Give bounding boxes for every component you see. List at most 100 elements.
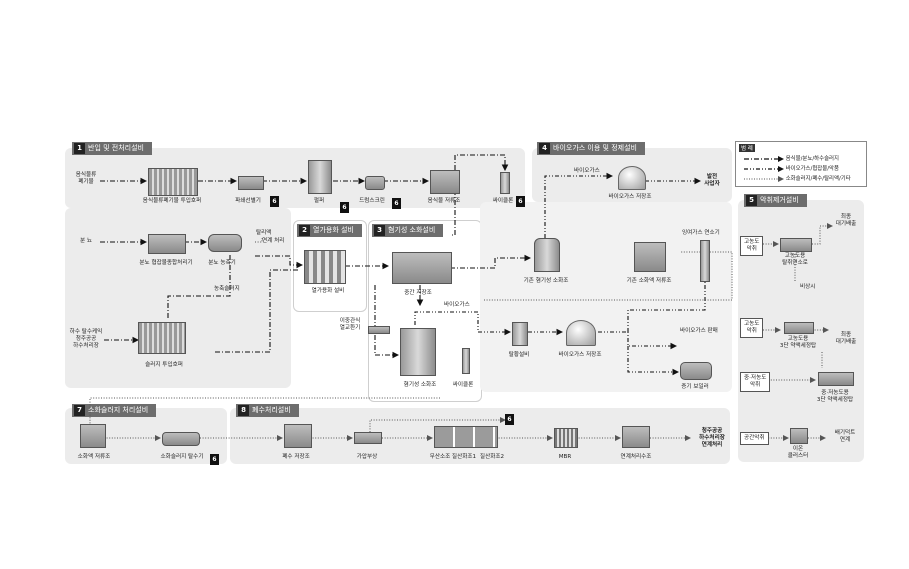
digest-liquid-label: 소화액 저류조 xyxy=(77,454,111,460)
final-exhaust-1-label: 최종 대기배출 xyxy=(835,214,857,227)
indoor-link-label: 배기덕트 연계 xyxy=(834,430,856,443)
surplus-stack-label: 잉여가스 연소기 xyxy=(682,230,720,236)
manure-label: 분 뇨 xyxy=(79,238,93,244)
food-storage-label: 음식물 저류조 xyxy=(427,198,461,204)
food-hopper-label: 음식물류폐기물 투입호퍼 xyxy=(142,198,202,204)
food-waste-label: 음식물류 폐기물 xyxy=(75,172,97,185)
link-tank-label: 연계처리수조 xyxy=(620,454,652,460)
indoor-odor-box: 공간악취 xyxy=(740,432,769,445)
high-wash-equipment xyxy=(784,322,814,334)
power-gen-label: 발전 사업자 xyxy=(704,174,720,187)
badge-6-crusher: 6 xyxy=(270,196,279,207)
double-hx-equipment xyxy=(368,326,390,334)
legend-item-sludge: 소화슬러지/폐수/탈리액/기타 xyxy=(744,174,851,182)
legend-title: 범 례 xyxy=(739,144,755,152)
desulfur-label: 탈황설비 xyxy=(508,352,530,358)
drum-screen-label: 드럼스크린 xyxy=(359,198,385,204)
crusher-label: 파쇄선별기 xyxy=(235,198,261,204)
high-odor-box: 고농도 악취 xyxy=(740,236,764,256)
dissolved-air-label: 가압부상 xyxy=(356,454,378,460)
anaerobic-label: 혐기성 소화조 xyxy=(403,382,437,388)
final-exhaust-2-label: 최종 대기배출 xyxy=(835,332,857,345)
mid-low-odor-box: 중·저농도 악취 xyxy=(740,372,771,392)
mbr-equipment xyxy=(554,428,578,448)
section-4-lower-panel xyxy=(480,202,732,392)
emergency-label: 비상시 xyxy=(800,284,816,290)
high-odor-proc-equipment xyxy=(780,238,812,252)
badge-6-pulper: 6 xyxy=(340,202,349,213)
legend-item-food: 음식물/분뇨/하수슬러지 xyxy=(744,154,839,162)
manure-proc-equipment xyxy=(148,234,186,254)
existing-liquid-equipment xyxy=(634,242,666,272)
badge-6-cyclone: 6 xyxy=(516,196,525,207)
legend-item-biogas: 바이오가스/협잡물/악품 xyxy=(744,164,839,172)
biogas-storage-top-label: 바이오가스 저장조 xyxy=(608,194,652,200)
biogas-top-label: 바이오가스 xyxy=(574,168,600,174)
steam-boiler-equipment xyxy=(680,362,712,380)
nitri1-label: 질산화조1 xyxy=(451,454,477,460)
anaerobic-equipment xyxy=(400,328,436,376)
ion-cluster-label: 이온 클러스터 xyxy=(787,446,809,459)
desorb-label: 탈리액 xyxy=(256,230,272,236)
crusher-equipment xyxy=(238,176,264,190)
waste-storage-equipment xyxy=(284,424,312,448)
cyclone-mid-equipment xyxy=(462,348,470,374)
desulfur-equipment xyxy=(512,322,528,346)
high-wash-label: 고농도용 3단 약액세정탑 xyxy=(779,336,817,349)
high-odor-proc-label: 고농도용 탈취연소로 xyxy=(782,253,808,266)
cheongju-out-label: 청주공공 하수처리장 연계처리 xyxy=(699,428,725,448)
waste-storage-label: 폐수 저장조 xyxy=(282,454,310,460)
cyclone-top-equipment xyxy=(500,172,510,194)
badge-6-drum: 6 xyxy=(392,198,401,209)
thermal-label: 열가용화 설비 xyxy=(311,288,345,294)
link-treat-label: 연계 처리 xyxy=(262,238,285,244)
mid-low-wash-label: 중·저농도용 3단 약액세정탑 xyxy=(816,390,854,403)
drum-screen-equipment xyxy=(365,176,385,190)
sewage-sludge-label: 하수 탈수케익 청주공공 하수처리장 xyxy=(69,329,103,349)
nitri2-label: 질산화조2 xyxy=(479,454,505,460)
food-storage-equipment xyxy=(430,170,460,194)
digest-dewater-equipment xyxy=(162,432,200,446)
existing-liquid-label: 기존 소화액 저류조 xyxy=(626,278,672,284)
high-odor-2-box: 고농도 악취 xyxy=(740,318,764,338)
biogas-storage-top-equipment xyxy=(618,166,646,190)
surplus-stack-equipment xyxy=(700,240,710,282)
sludge-hopper-label: 슬러지 투입호퍼 xyxy=(145,362,183,368)
thermal-equipment xyxy=(304,250,346,284)
anoxic-label: 무산소조 xyxy=(429,454,451,460)
legend: 범 례 음식물/분뇨/하수슬러지 바이오가스/협잡물/악품 소화슬러지/폐수/탈… xyxy=(735,141,867,187)
food-hopper-equipment xyxy=(148,168,198,196)
biogas-storage-label: 바이오가스 저장조 xyxy=(558,352,602,358)
mid-storage-equipment xyxy=(392,252,452,284)
mbr-label: MBR xyxy=(558,454,572,460)
badge-6-wastewater: 6 xyxy=(505,414,514,425)
biogas-mid-label: 바이오가스 xyxy=(444,302,470,308)
bio-tanks-equipment xyxy=(434,426,498,448)
thickened-sludge-label: 농축슬러지 xyxy=(214,286,240,292)
digest-liquid-equipment xyxy=(80,424,106,448)
digest-dewater-label: 소화슬러지 탈수기 xyxy=(160,454,204,460)
mid-low-wash-equipment xyxy=(818,372,854,386)
double-hx-label: 이중관식 열교환기 xyxy=(339,318,361,331)
existing-digester-equipment xyxy=(534,238,560,272)
mid-storage-label: 중간 저장조 xyxy=(404,290,432,296)
biogas-storage-equipment xyxy=(566,320,596,346)
badge-6-dewater: 6 xyxy=(210,454,219,465)
existing-digester-label: 기존 혐기성 소화조 xyxy=(523,278,569,284)
manure-thickener-label: 분뇨 농축기 xyxy=(208,260,236,266)
pulper-equipment xyxy=(308,160,332,194)
link-tank-equipment xyxy=(622,426,650,448)
cyclone-mid-label: 싸이클론 xyxy=(452,382,474,388)
manure-proc-label: 분뇨 협잡물종합처리기 xyxy=(139,260,193,266)
pulper-label: 펄퍼 xyxy=(313,198,325,204)
ion-cluster-equipment xyxy=(790,428,808,444)
dissolved-air-equipment xyxy=(354,432,382,444)
manure-thickener-equipment xyxy=(208,234,242,252)
